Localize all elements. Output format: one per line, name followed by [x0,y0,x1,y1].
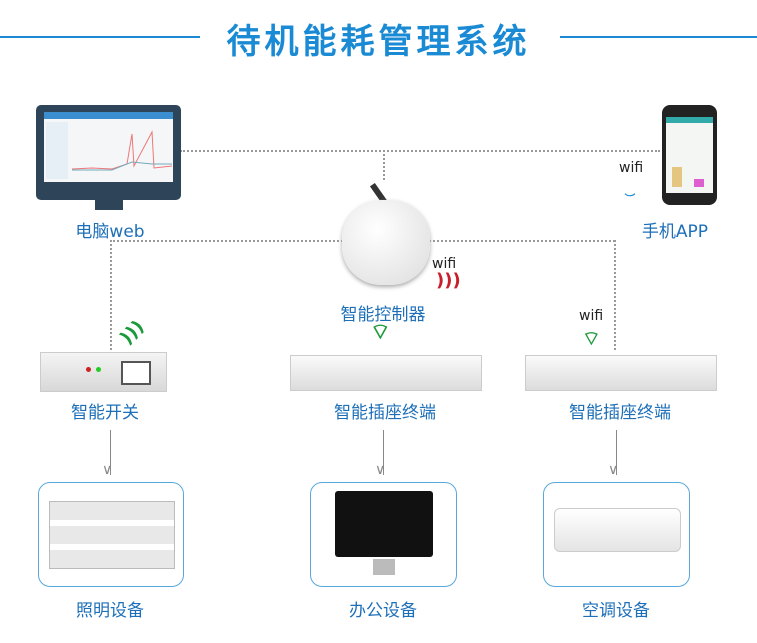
monitor-stand [95,200,123,210]
arrow-head: ∨ [608,462,619,478]
office-label: 办公设备 [349,601,417,621]
arrow-down [110,430,111,475]
pc-monitor [36,105,181,200]
page-title: 待机能耗管理系统 [226,22,531,62]
controller-device [342,200,430,285]
smart-socket-2 [525,355,717,391]
connector-right [614,240,616,350]
phone-wifi-label: wifi [619,160,644,176]
socket2-wifi-label: wifi [579,308,604,324]
title-line-left [0,36,200,38]
pc-label: 电脑web [75,222,145,242]
title-line-right [560,36,757,38]
smart-switch [40,352,167,392]
ac-box [543,482,690,587]
connector-center [383,150,385,180]
office-box [310,482,457,587]
arrow-down [616,430,617,475]
phone [662,105,717,205]
wifi-icon: ⌔ [582,326,601,350]
connector-top [180,150,660,152]
lighting-label: 照明设备 [76,601,144,621]
wifi-icon: ◟ [614,178,638,202]
arrow-head: ∨ [375,462,386,478]
ac-label: 空调设备 [582,601,650,621]
wifi-icon: ⌔ [370,320,391,345]
wifi-icon: ))) [116,316,149,349]
controller-wifi-label: wifi [432,256,457,272]
lighting-box [38,482,184,587]
wifi-icon: ))) [436,270,461,291]
connector-left [110,240,112,350]
phone-label: 手机APP [641,222,709,242]
arrow-head: ∨ [102,462,113,478]
socket2-label: 智能插座终端 [569,403,671,423]
controller-label: 智能控制器 [340,305,426,325]
arrow-down [383,430,384,475]
socket1-label: 智能插座终端 [334,403,436,423]
smart-socket-1 [290,355,482,391]
switch-label: 智能开关 [71,403,139,423]
